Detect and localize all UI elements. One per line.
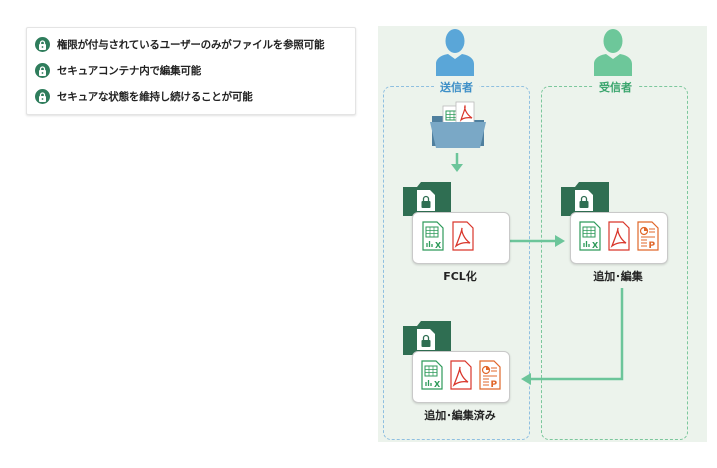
edit-caption: 追加･編集 [593, 270, 643, 283]
svg-text:X: X [434, 380, 441, 389]
svg-text:X: X [592, 241, 599, 250]
legend-text: セキュアコンテナ内で編集可能 [57, 65, 201, 77]
done-container-card: X P [412, 351, 510, 403]
fcl-caption: FCL化 [443, 270, 477, 283]
secure-folder-icon [403, 182, 451, 216]
excel-file-icon: X [422, 221, 444, 251]
svg-text:P: P [649, 241, 656, 251]
secure-folder-icon [561, 182, 609, 216]
lock-icon [35, 89, 50, 104]
excel-file-icon: X [421, 360, 443, 390]
legend-text: セキュアな状態を維持し続けることが可能 [57, 91, 253, 103]
pdf-file-icon [450, 360, 472, 390]
receiver-person-icon [594, 29, 632, 76]
powerpoint-file-icon: P [637, 221, 659, 251]
edit-container-card: X P [570, 212, 668, 264]
sender-label: 送信者 [434, 79, 479, 95]
sender-person-icon [436, 29, 474, 76]
pdf-file-icon [608, 221, 630, 251]
legend-text: 権限が付与されているユーザーのみがファイルを参照可能 [57, 39, 325, 51]
excel-file-icon: X [579, 221, 601, 251]
secure-folder-icon [403, 321, 451, 355]
lock-icon [35, 37, 50, 52]
lock-icon [35, 63, 50, 78]
powerpoint-file-icon: P [479, 360, 501, 390]
done-caption: 追加･編集済み [424, 409, 496, 422]
svg-text:X: X [435, 241, 442, 250]
legend-box: 権限が付与されているユーザーのみがファイルを参照可能 セキュアコンテナ内で編集可… [26, 27, 356, 115]
pdf-file-icon [452, 221, 474, 251]
svg-text:P: P [491, 380, 498, 390]
legend-item-secure-edit: セキュアコンテナ内で編集可能 [35, 63, 201, 78]
legend-item-view-permission: 権限が付与されているユーザーのみがファイルを参照可能 [35, 37, 324, 52]
receiver-label: 受信者 [593, 79, 638, 95]
open-folder-icon [430, 101, 486, 148]
legend-item-keep-secure: セキュアな状態を維持し続けることが可能 [35, 89, 253, 104]
fcl-container-card: X [412, 212, 510, 264]
